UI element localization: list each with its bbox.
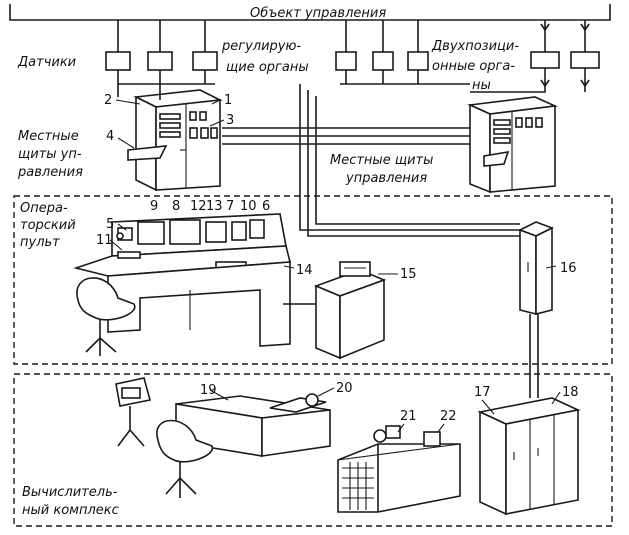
regulator-box-2: [335, 51, 357, 71]
operator-chair-bottom: [156, 419, 213, 498]
operator-chair-top: [76, 277, 136, 356]
callout-numbers: 1 2 3 4 5 6 7 8 9 10 11 12 13 14 15 16 1…: [96, 93, 579, 424]
callout-7: 7: [226, 199, 234, 214]
callout-15: 15: [400, 267, 417, 282]
control-object: Объект управления: [9, 4, 611, 21]
callout-14: 14: [296, 263, 313, 278]
local-panels-left-label-1: Местные: [18, 129, 79, 144]
regulator-box-4: [407, 51, 429, 71]
twopos-label-1: Двухпозици-: [431, 39, 519, 54]
printer-15: [313, 261, 387, 360]
callout-11: 11: [96, 233, 113, 248]
sensor-box-2: [147, 51, 173, 71]
operator-console-label-1: Опера-: [20, 201, 68, 216]
computing-complex-label-1: Вычислитель-: [22, 485, 118, 500]
callout-16: 16: [560, 261, 577, 276]
terminal-stand: [115, 377, 151, 447]
computing-complex-label-2: ный комплекс: [22, 503, 119, 518]
twopos-label-2: онные орга-: [432, 59, 515, 74]
callout-2: 2: [104, 93, 112, 108]
callout-21: 21: [400, 409, 417, 424]
callout-19: 19: [200, 383, 217, 398]
operator-console-label-3: пульт: [20, 235, 60, 250]
callout-8: 8: [172, 199, 180, 214]
local-panels-right-label-1: Местные щиты: [330, 153, 433, 168]
twopos-label-3: ны: [472, 78, 491, 93]
callout-18: 18: [562, 385, 579, 400]
field-devices: Датчики регулирую- щие органы Двухпозици…: [17, 20, 600, 93]
callout-12: 12: [190, 199, 207, 214]
callout-10: 10: [240, 199, 257, 214]
regulator-box-1: [192, 51, 218, 71]
twopos-box-2: [570, 51, 600, 69]
callout-22: 22: [440, 409, 457, 424]
operator-console: [73, 213, 322, 347]
callout-17: 17: [474, 385, 491, 400]
callout-5: 5: [106, 217, 114, 232]
leader-lines: [109, 99, 561, 433]
callout-6: 6: [262, 199, 270, 214]
left-local-panel: [117, 84, 223, 192]
cabinet-16: [518, 221, 554, 398]
callout-3: 3: [226, 113, 234, 128]
signal-cables: [222, 84, 520, 237]
computing-complex-region: [13, 373, 613, 527]
local-panels-right-label-2: управления: [345, 171, 427, 186]
callout-9: 9: [150, 199, 158, 214]
callout-4: 4: [106, 129, 114, 144]
operator-console-label-2: торский: [20, 218, 76, 233]
local-panels-left-label-2: щиты уп-: [18, 147, 82, 162]
regulating-label-2: щие органы: [226, 60, 309, 75]
storage-units: [337, 425, 461, 513]
regulating-label-1: регулирую-: [221, 39, 301, 54]
local-panels-left-label-3: равления: [17, 165, 83, 180]
operator-console-region: [13, 195, 613, 365]
regulator-box-3: [372, 51, 394, 71]
control-object-label: Объект управления: [250, 6, 386, 21]
sensors-label: Датчики: [17, 55, 76, 70]
twopos-box-1: [530, 51, 560, 69]
sensor-box-1: [105, 51, 131, 71]
cabinets-17-18: [477, 397, 581, 516]
callout-20: 20: [336, 381, 353, 396]
callout-13: 13: [206, 199, 223, 214]
callout-1: 1: [224, 93, 232, 108]
right-local-panel: [467, 96, 558, 194]
